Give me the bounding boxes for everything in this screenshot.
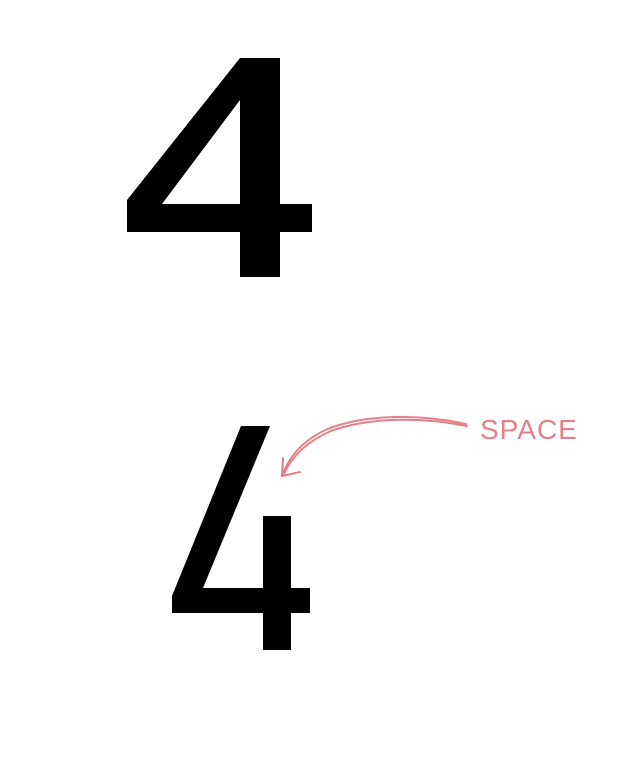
space-annotation-label: SPACE [480, 414, 578, 445]
